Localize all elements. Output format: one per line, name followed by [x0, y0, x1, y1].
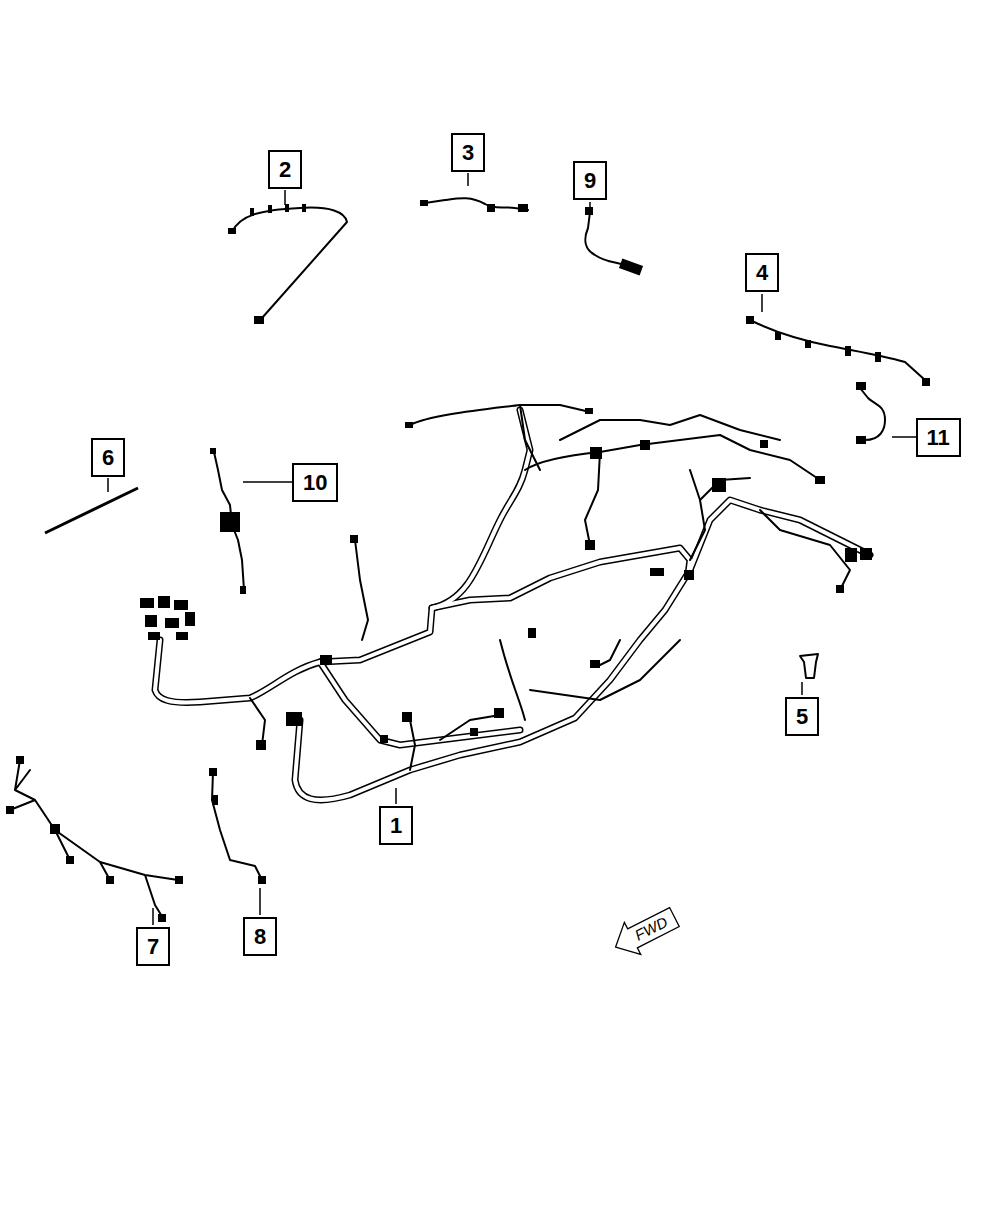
- callout-box: 11: [916, 418, 961, 457]
- callout-number: 7: [147, 934, 159, 959]
- callout-box: 3: [451, 133, 485, 172]
- callout-number: 5: [796, 704, 808, 729]
- callout-number: 1: [390, 813, 402, 838]
- callout-box: 4: [745, 253, 779, 292]
- callout-box: 2: [268, 150, 302, 189]
- callout-box: 10: [292, 463, 338, 502]
- callout-box: 8: [243, 917, 277, 956]
- callout-box: 6: [91, 438, 125, 477]
- callout-box: 1: [379, 806, 413, 845]
- callout-box: 9: [573, 161, 607, 200]
- callout-number: 2: [279, 157, 291, 182]
- callout-number: 3: [462, 140, 474, 165]
- callout-number: 8: [254, 924, 266, 949]
- callout-number: 4: [756, 260, 768, 285]
- callout-box: 5: [785, 697, 819, 736]
- callout-number: 11: [927, 425, 950, 450]
- callout-number: 9: [584, 168, 596, 193]
- callout-box: 7: [136, 927, 170, 966]
- forward-arrow: FWD: [608, 904, 681, 960]
- callout-number: 10: [303, 470, 327, 495]
- callout-number: 6: [102, 445, 114, 470]
